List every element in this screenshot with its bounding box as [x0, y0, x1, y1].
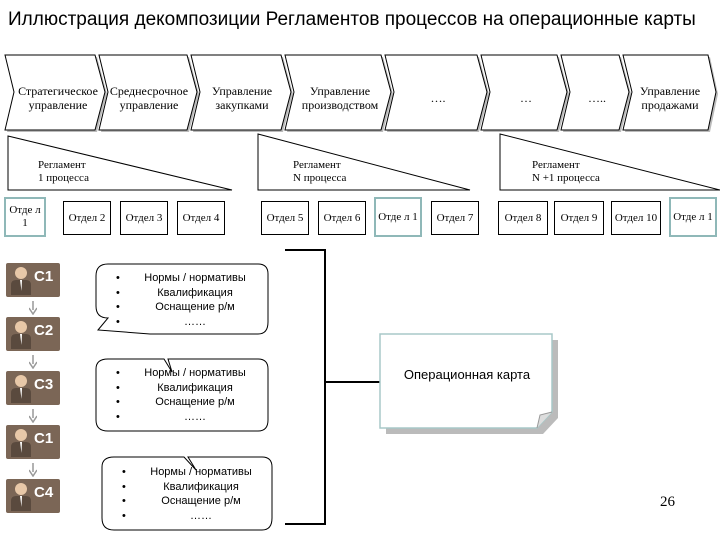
person-icon	[11, 321, 31, 349]
role-badge: C1	[6, 263, 60, 297]
arrow-down-icon	[29, 409, 37, 423]
page-number: 26	[660, 494, 675, 510]
callout-item: Оснащение р/м	[122, 494, 262, 509]
process-chevron-label: Среднесрочное управление	[109, 84, 189, 112]
department-box: Отдел 10	[611, 201, 661, 235]
process-chevron-label: Управление закупками	[211, 84, 273, 112]
person-icon	[11, 375, 31, 403]
callout-item: Нормы / нормативы	[122, 465, 262, 480]
person-icon	[11, 429, 31, 457]
callout-list: Нормы / нормативы Квалификация Оснащение…	[116, 271, 256, 330]
person-icon	[11, 267, 31, 295]
process-chevron-label: …..	[588, 91, 606, 105]
operation-card-shape	[379, 333, 558, 434]
person-icon	[11, 483, 31, 511]
operation-card-label: Операционная карта	[403, 367, 531, 382]
role-badge: C2	[6, 317, 60, 351]
department-box: Отдел 8	[498, 201, 548, 235]
department-box: Отдел 7	[431, 201, 479, 235]
role-badge: C3	[6, 371, 60, 405]
callout-list: Нормы / нормативы Квалификация Оснащение…	[116, 366, 256, 425]
callout-item: Квалификация	[116, 286, 256, 301]
slide-title: Иллюстрация декомпозиции Регламентов про…	[8, 9, 696, 30]
callout-item: Нормы / нормативы	[116, 271, 256, 286]
callout-item: Нормы / нормативы	[116, 366, 256, 381]
arrow-down-icon	[29, 301, 37, 315]
process-chevron-label: ….	[430, 91, 446, 105]
process-chevron-label: Стратегическое управление	[18, 84, 98, 112]
callout-item: ……	[116, 410, 256, 425]
arrow-down-icon	[29, 463, 37, 477]
department-box: Отдел 2	[63, 201, 111, 235]
process-chevron-label: Управление производством	[301, 84, 379, 112]
department-box: Отде л 1	[4, 197, 46, 237]
callout-item: ……	[122, 509, 262, 524]
arrow-down-icon	[29, 355, 37, 369]
callout-list: Нормы / нормативы Квалификация Оснащение…	[122, 465, 262, 524]
process-chevrons	[4, 54, 718, 132]
process-chevron-label: Управление продажами	[639, 84, 701, 112]
department-box: Отдел 5	[261, 201, 309, 235]
callout-item: Квалификация	[116, 381, 256, 396]
department-box: Отде л 1	[374, 197, 422, 237]
department-box: Отде л 1	[669, 197, 717, 237]
callout-item: Квалификация	[122, 480, 262, 495]
regulation-triangles	[7, 133, 720, 191]
role-badge: C1	[6, 425, 60, 459]
bracket	[285, 249, 380, 525]
department-box: Отдел 9	[554, 201, 604, 235]
callout-item: Оснащение р/м	[116, 300, 256, 315]
department-box: Отдел 4	[177, 201, 225, 235]
process-chevron-label: …	[520, 91, 532, 105]
department-box: Отдел 6	[318, 201, 366, 235]
role-badge: C4	[6, 479, 60, 513]
callout-item: Оснащение р/м	[116, 395, 256, 410]
callout-item: ……	[116, 315, 256, 330]
department-box: Отдел 3	[120, 201, 168, 235]
